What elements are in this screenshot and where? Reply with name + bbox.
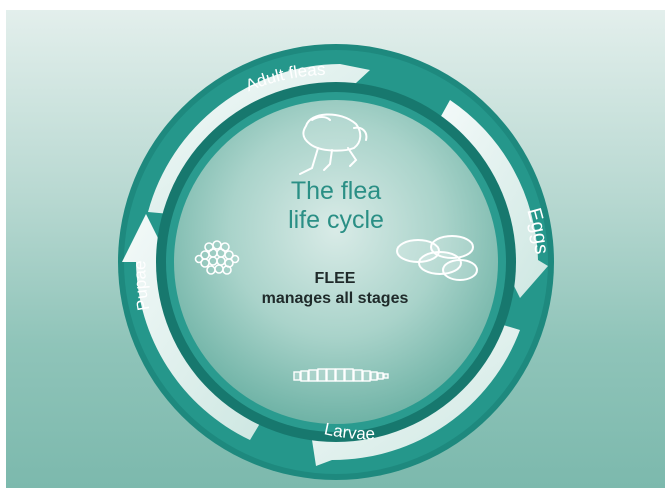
larva-icon <box>293 368 389 382</box>
brand-name: FLEE <box>314 270 356 287</box>
pupa-icon <box>194 240 240 275</box>
title-line-1: The flea <box>290 177 382 205</box>
stage-label-pupae: Pupae <box>130 260 153 312</box>
adult-flea-icon <box>299 113 368 175</box>
eggs-icon <box>396 235 478 281</box>
title-line-2: life cycle <box>288 206 384 234</box>
arrow-right <box>440 100 548 298</box>
brand-tagline: manages all stages <box>261 290 409 307</box>
diagram-subtitle: FLEE manages all stages <box>220 269 450 309</box>
stage-label-larvae: Larvae <box>323 419 375 443</box>
diagram-title: The flea life cycle <box>236 177 436 235</box>
arrow-bottom <box>312 324 520 466</box>
center-disc <box>174 100 498 424</box>
